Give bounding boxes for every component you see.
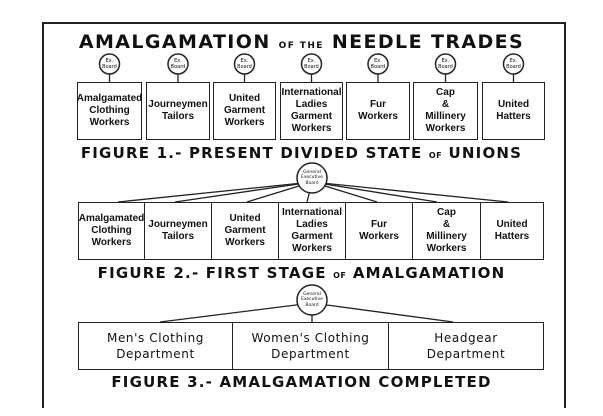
figure1-union-box: Fur Workers [346, 82, 410, 140]
figure2-union-box: Amalgamated Clothing Workers [78, 202, 145, 260]
figure3-department-box: Women's Clothing Department [232, 322, 389, 370]
title-part2: NEEDLE TRADES [331, 31, 525, 53]
diagram-frame [42, 22, 566, 408]
figure3-department-box: Men's Clothing Department [78, 322, 233, 370]
board-node-label: Ex. Board [438, 58, 453, 70]
board-node-circle [367, 53, 389, 75]
board-node-circle [233, 53, 256, 75]
figure3-department-box: Headgear Department [388, 322, 544, 370]
board-node-label: General Executive Board [301, 291, 323, 308]
figure1-union-box: International Ladies Garment Workers [280, 82, 343, 140]
executive-board-connector [159, 302, 313, 323]
board-node-label: Ex. Board [304, 58, 319, 70]
caption-connector: OF [428, 151, 443, 160]
title-connector: OF THE [278, 41, 324, 51]
board-node-circle [296, 162, 328, 194]
executive-board-connector [117, 181, 313, 203]
figure1-caption: FIGURE 1.- PRESENT DIVIDED STATE OF UNIO… [0, 144, 603, 162]
figure2-union-box: United Hatters [480, 202, 544, 260]
figure1-union-box: United Garment Workers [213, 82, 276, 140]
board-node-circle [296, 284, 328, 316]
caption-part2: AMALGAMATION [352, 264, 506, 282]
figure3-caption: FIGURE 3.- AMALGAMATION COMPLETED [0, 373, 603, 391]
executive-board-connector [174, 181, 313, 203]
board-node-label: Ex. Board [370, 58, 386, 70]
figure2-union-box: United Garment Workers [211, 202, 279, 260]
caption-part1: FIGURE 1.- PRESENT DIVIDED STATE [80, 144, 423, 162]
figure1-union-box: Amalgamated Clothing Workers [77, 82, 142, 140]
board-node-circle [98, 53, 121, 75]
board-node-label: Ex. Board [237, 58, 252, 70]
figure1-union-box: Cap & Millinery Workers [413, 82, 478, 140]
board-node-circle [300, 53, 323, 75]
figure1-union-box: Journeymen Tailors [146, 82, 210, 140]
caption-connector: OF [333, 271, 347, 280]
executive-board-connector [311, 302, 454, 323]
figure2-caption: FIGURE 2.- FIRST STAGE OF AMALGAMATION [0, 264, 603, 282]
board-node-label: Ex. Board [102, 58, 117, 70]
board-node-circle [434, 53, 457, 75]
board-node-circle [167, 53, 189, 75]
caption-part1: FIGURE 3.- AMALGAMATION COMPLETED [111, 373, 492, 391]
title-part1: AMALGAMATION [78, 31, 271, 53]
figure2-union-box: Cap & Millinery Workers [412, 202, 481, 260]
board-node-circle [502, 53, 525, 75]
board-node-label: Ex. Board [170, 58, 186, 70]
caption-part2: UNIONS [448, 144, 523, 162]
executive-board-connector [311, 181, 438, 203]
caption-part1: FIGURE 2.- FIRST STAGE [97, 264, 327, 282]
figure2-union-box: Journeymen Tailors [144, 202, 212, 260]
figure2-union-box: International Ladies Garment Workers [278, 202, 346, 260]
figure1-union-box: United Hatters [482, 82, 545, 140]
executive-board-connector [311, 181, 509, 203]
board-node-label: Ex. Board [506, 58, 521, 70]
board-node-label: General Executive Board [301, 169, 323, 186]
figure2-union-box: Fur Workers [345, 202, 413, 260]
diagram-title: AMALGAMATION OF THE NEEDLE TRADES [0, 31, 603, 53]
